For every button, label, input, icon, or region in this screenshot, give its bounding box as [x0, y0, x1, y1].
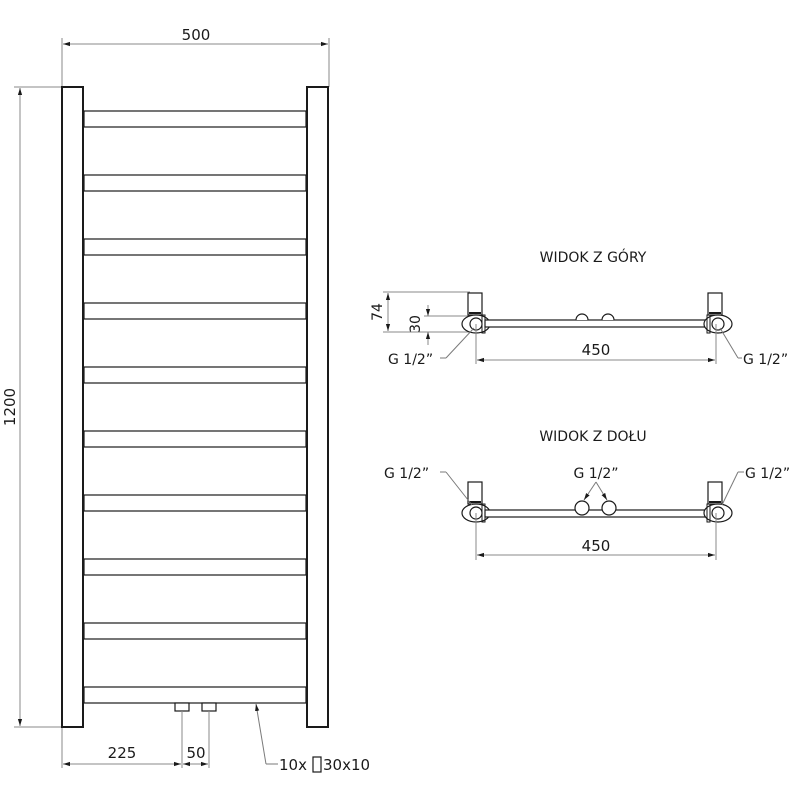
- top-left-thread: G 1/2”: [388, 352, 433, 368]
- connector-stub: [575, 313, 589, 321]
- depth-label: 74: [370, 303, 386, 321]
- valve-body: [467, 292, 483, 316]
- rail: [83, 686, 307, 704]
- bottom-left-thread: G 1/2”: [384, 466, 429, 482]
- rail: [83, 430, 307, 448]
- height-dimension: 1200: [1, 86, 62, 728]
- thread-port: [711, 506, 725, 520]
- width-dimension: 500: [61, 26, 330, 87]
- rail: [83, 174, 307, 192]
- front-view: 500 1200: [1, 26, 370, 774]
- axis-label: 30: [408, 315, 424, 333]
- rail: [83, 238, 307, 256]
- valve-body: [707, 292, 723, 316]
- connector-stub: [601, 313, 615, 321]
- bottom-right-thread: G 1/2”: [745, 466, 790, 482]
- bottom-rail: [484, 509, 711, 518]
- rail: [83, 494, 307, 512]
- top-rail: [484, 319, 711, 328]
- top-right-thread: G 1/2”: [743, 352, 788, 368]
- supply-port: [574, 500, 590, 516]
- return-port: [601, 500, 617, 516]
- bottom-dimensions: 225 50: [61, 711, 210, 768]
- spacing-label: 50: [186, 744, 205, 762]
- offset-label: 225: [108, 744, 137, 762]
- valve-body: [707, 481, 723, 505]
- profile-callout: 10x 30x10: [255, 703, 370, 774]
- bottom-span-label: 450: [582, 537, 611, 555]
- width-label: 500: [182, 26, 211, 44]
- rail: [83, 366, 307, 384]
- outlet-stub: [201, 702, 217, 712]
- top-span-label: 450: [582, 341, 611, 359]
- thread-port: [711, 317, 725, 331]
- left-column: [61, 86, 84, 728]
- rail: [83, 558, 307, 576]
- right-valve: [703, 292, 733, 334]
- height-label: 1200: [1, 388, 19, 426]
- rail: [83, 622, 307, 640]
- top-view: WIDOK Z GÓRY 74 30: [370, 248, 788, 368]
- square-profile-icon: [312, 756, 322, 773]
- profile-count: 10x: [279, 756, 307, 774]
- right-valve: [703, 481, 733, 523]
- bottom-center-thread: G 1/2”: [573, 466, 618, 482]
- rail: [83, 110, 307, 128]
- top-view-title: WIDOK Z GÓRY: [540, 248, 647, 266]
- right-column: [306, 86, 329, 728]
- bottom-view-title: WIDOK Z DOŁU: [539, 429, 646, 445]
- inlet-stub: [174, 702, 190, 712]
- valve-body: [467, 481, 483, 505]
- rail: [83, 302, 307, 320]
- bottom-view: WIDOK Z DOŁU 450 G 1/2” G 1: [384, 429, 790, 560]
- profile-dims: 30x10: [323, 756, 370, 774]
- rails: [83, 110, 307, 704]
